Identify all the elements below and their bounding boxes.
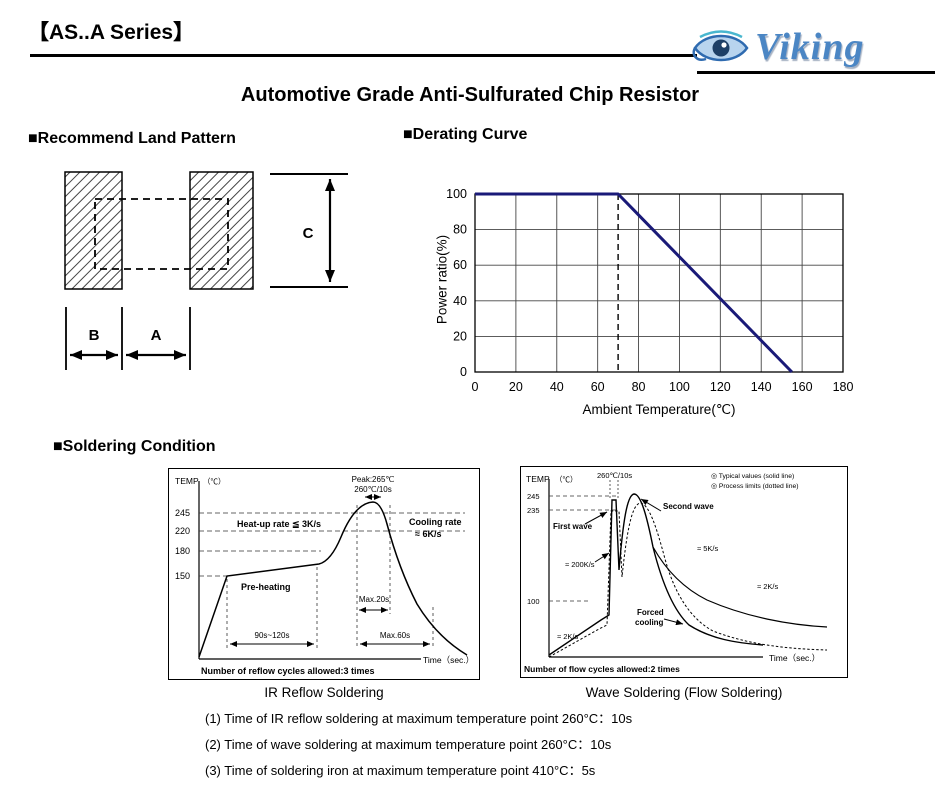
- wave-dashed-guides: [549, 480, 619, 602]
- wave-2ks-rate-label: ≈ 2K/s: [757, 582, 778, 591]
- wave-5ks-rate-label: ≈ 5K/s: [697, 544, 718, 553]
- wave-forced-cooling-label-2: cooling: [635, 618, 664, 627]
- ir-ylabel-180: 180: [175, 546, 190, 556]
- wave-ylabel-245: 245: [527, 492, 540, 501]
- wave-axes: [548, 479, 763, 658]
- ir-ylabel-245: 245: [175, 508, 190, 518]
- ir-cooling-rate-label-2: ≈ 6K/s: [415, 529, 441, 539]
- derating-chart: 0 20 40 60 80 100 120 140 160 180 0 20 40 60 80 100 Pow…: [415, 180, 875, 430]
- ir-ylabel-150: 150: [175, 571, 190, 581]
- lp-label-a: A: [151, 327, 162, 344]
- ir-time-axis-label: Time（sec.）: [423, 655, 474, 665]
- wave-forced-cooling-label-1: Forced: [637, 608, 664, 617]
- derating-xlabel: Ambient Temperature(℃): [582, 402, 736, 417]
- wave-soldering-figure: TEMP （℃） 260℃/10s ◎ Typical values (soli…: [520, 466, 848, 678]
- ir-peak-label: Peak:265℃: [352, 475, 395, 484]
- lp-pad-right: [189, 171, 254, 290]
- note-1: (1) Time of IR reflow soldering at maxim…: [205, 711, 633, 726]
- svg-text:40: 40: [550, 380, 564, 394]
- wave-legend-limits: ◎ Process limits (dotted line): [711, 483, 799, 490]
- viking-eye-icon: [692, 30, 749, 62]
- lp-label-c: C: [303, 225, 314, 242]
- header-rule-left: [30, 54, 697, 57]
- ir-temp-unit: （℃）: [203, 477, 226, 486]
- viking-logo: Viking: [690, 24, 865, 70]
- wave-pointer-arrows: [584, 498, 684, 626]
- lp-dimension-ab: [65, 307, 191, 370]
- ir-axes: [198, 481, 421, 660]
- derating-ylabel: Power ratio(%): [434, 234, 450, 325]
- svg-text:60: 60: [453, 258, 467, 272]
- land-pattern-diagram: B A C: [64, 171, 348, 370]
- ir-temp-axis-label: TEMP: [175, 476, 199, 486]
- svg-text:80: 80: [453, 223, 467, 237]
- ir-heatup-rate-label: Heat-up rate ≦ 3K/s: [237, 519, 321, 529]
- wave-soldering-profile: TEMP （℃） 260℃/10s ◎ Typical values (soli…: [524, 471, 828, 674]
- ir-max60-label: Max.60s: [380, 631, 410, 640]
- ir-reflow-profile: TEMP （℃） 245 220 180 150 Heat-up rate ≦ …: [175, 475, 474, 676]
- wave-limits-curve: [548, 502, 828, 658]
- wave-peak-time-label: 260℃/10s: [597, 471, 632, 480]
- ir-temperature-curve: [198, 501, 468, 658]
- svg-text:160: 160: [792, 380, 813, 394]
- ir-reflow-caption: IR Reflow Soldering: [264, 685, 384, 700]
- ir-max20-label: Max.20s: [359, 595, 389, 604]
- wave-cycles-label: Number of flow cycles allowed:2 times: [524, 664, 680, 674]
- wave-second-wave-label: Second wave: [663, 502, 714, 511]
- svg-text:140: 140: [751, 380, 772, 394]
- lp-dimension-c: [270, 173, 348, 288]
- derating-section-title: ■Derating Curve: [403, 126, 528, 143]
- wave-time-axis-label: Time（sec.）: [769, 653, 820, 663]
- ir-dashed-guides: [199, 505, 465, 648]
- svg-text:0: 0: [460, 365, 467, 379]
- svg-text:100: 100: [669, 380, 690, 394]
- svg-text:180: 180: [833, 380, 854, 394]
- ir-preheating-label: Pre-heating: [241, 582, 291, 592]
- derating-curve-plot: 0 20 40 60 80 100 120 140 160 180 0 20 40 60 80 100: [446, 187, 854, 394]
- wave-rise-rate-label: ≈ 200K/s: [565, 560, 595, 569]
- ir-preheat-time-label: 90s~120s: [255, 631, 290, 640]
- header-rule-right: [697, 71, 935, 74]
- wave-legend-typical: ◎ Typical values (solid line): [711, 473, 794, 480]
- ir-measure-arrows: [230, 494, 430, 647]
- ir-cycles-label: Number of reflow cycles allowed:3 times: [201, 666, 375, 676]
- svg-text:100: 100: [446, 187, 467, 201]
- svg-text:20: 20: [453, 329, 467, 343]
- svg-text:40: 40: [453, 294, 467, 308]
- wave-2ks-tail-curve: [652, 546, 828, 628]
- ir-peak-time-label: 260℃/10s: [354, 485, 391, 494]
- ir-ylabel-220: 220: [175, 526, 190, 536]
- svg-text:20: 20: [509, 380, 523, 394]
- svg-text:60: 60: [591, 380, 605, 394]
- lp-pads: [64, 171, 254, 290]
- lp-component-outline: [94, 198, 229, 270]
- viking-logo-text: Viking: [755, 26, 865, 68]
- wave-first-wave-label: First wave: [553, 522, 593, 531]
- wave-typical-curve: [548, 493, 764, 656]
- wave-temp-axis-label: TEMP: [526, 474, 550, 484]
- svg-text:0: 0: [472, 380, 479, 394]
- note-2: (2) Time of wave soldering at maximum te…: [205, 737, 612, 752]
- soldering-section-title: ■Soldering Condition: [53, 438, 216, 455]
- svg-text:120: 120: [710, 380, 731, 394]
- wave-ylabel-100: 100: [527, 597, 540, 606]
- soldering-notes: (1) Time of IR reflow soldering at maxim…: [205, 706, 632, 784]
- note-3: (3) Time of soldering iron at maximum te…: [205, 763, 596, 778]
- land-pattern-section-title: ■Recommend Land Pattern: [28, 130, 236, 147]
- ir-reflow-figure: TEMP （℃） 245 220 180 150 Heat-up rate ≦ …: [168, 468, 480, 680]
- lp-label-b: B: [89, 327, 100, 344]
- page-title: Automotive Grade Anti-Sulfurated Chip Re…: [240, 84, 700, 106]
- wave-ylabel-235: 235: [527, 506, 540, 515]
- series-title: 【AS..A Series】: [28, 21, 195, 44]
- lp-pad-left: [64, 171, 123, 290]
- wave-temp-unit: （℃）: [555, 475, 578, 484]
- wave-soldering-caption: Wave Soldering (Flow Soldering): [585, 685, 783, 700]
- svg-text:80: 80: [632, 380, 646, 394]
- wave-preheat-rate-label: ≈ 2K/s: [557, 632, 578, 641]
- ir-cooling-rate-label-1: Cooling rate: [409, 517, 462, 527]
